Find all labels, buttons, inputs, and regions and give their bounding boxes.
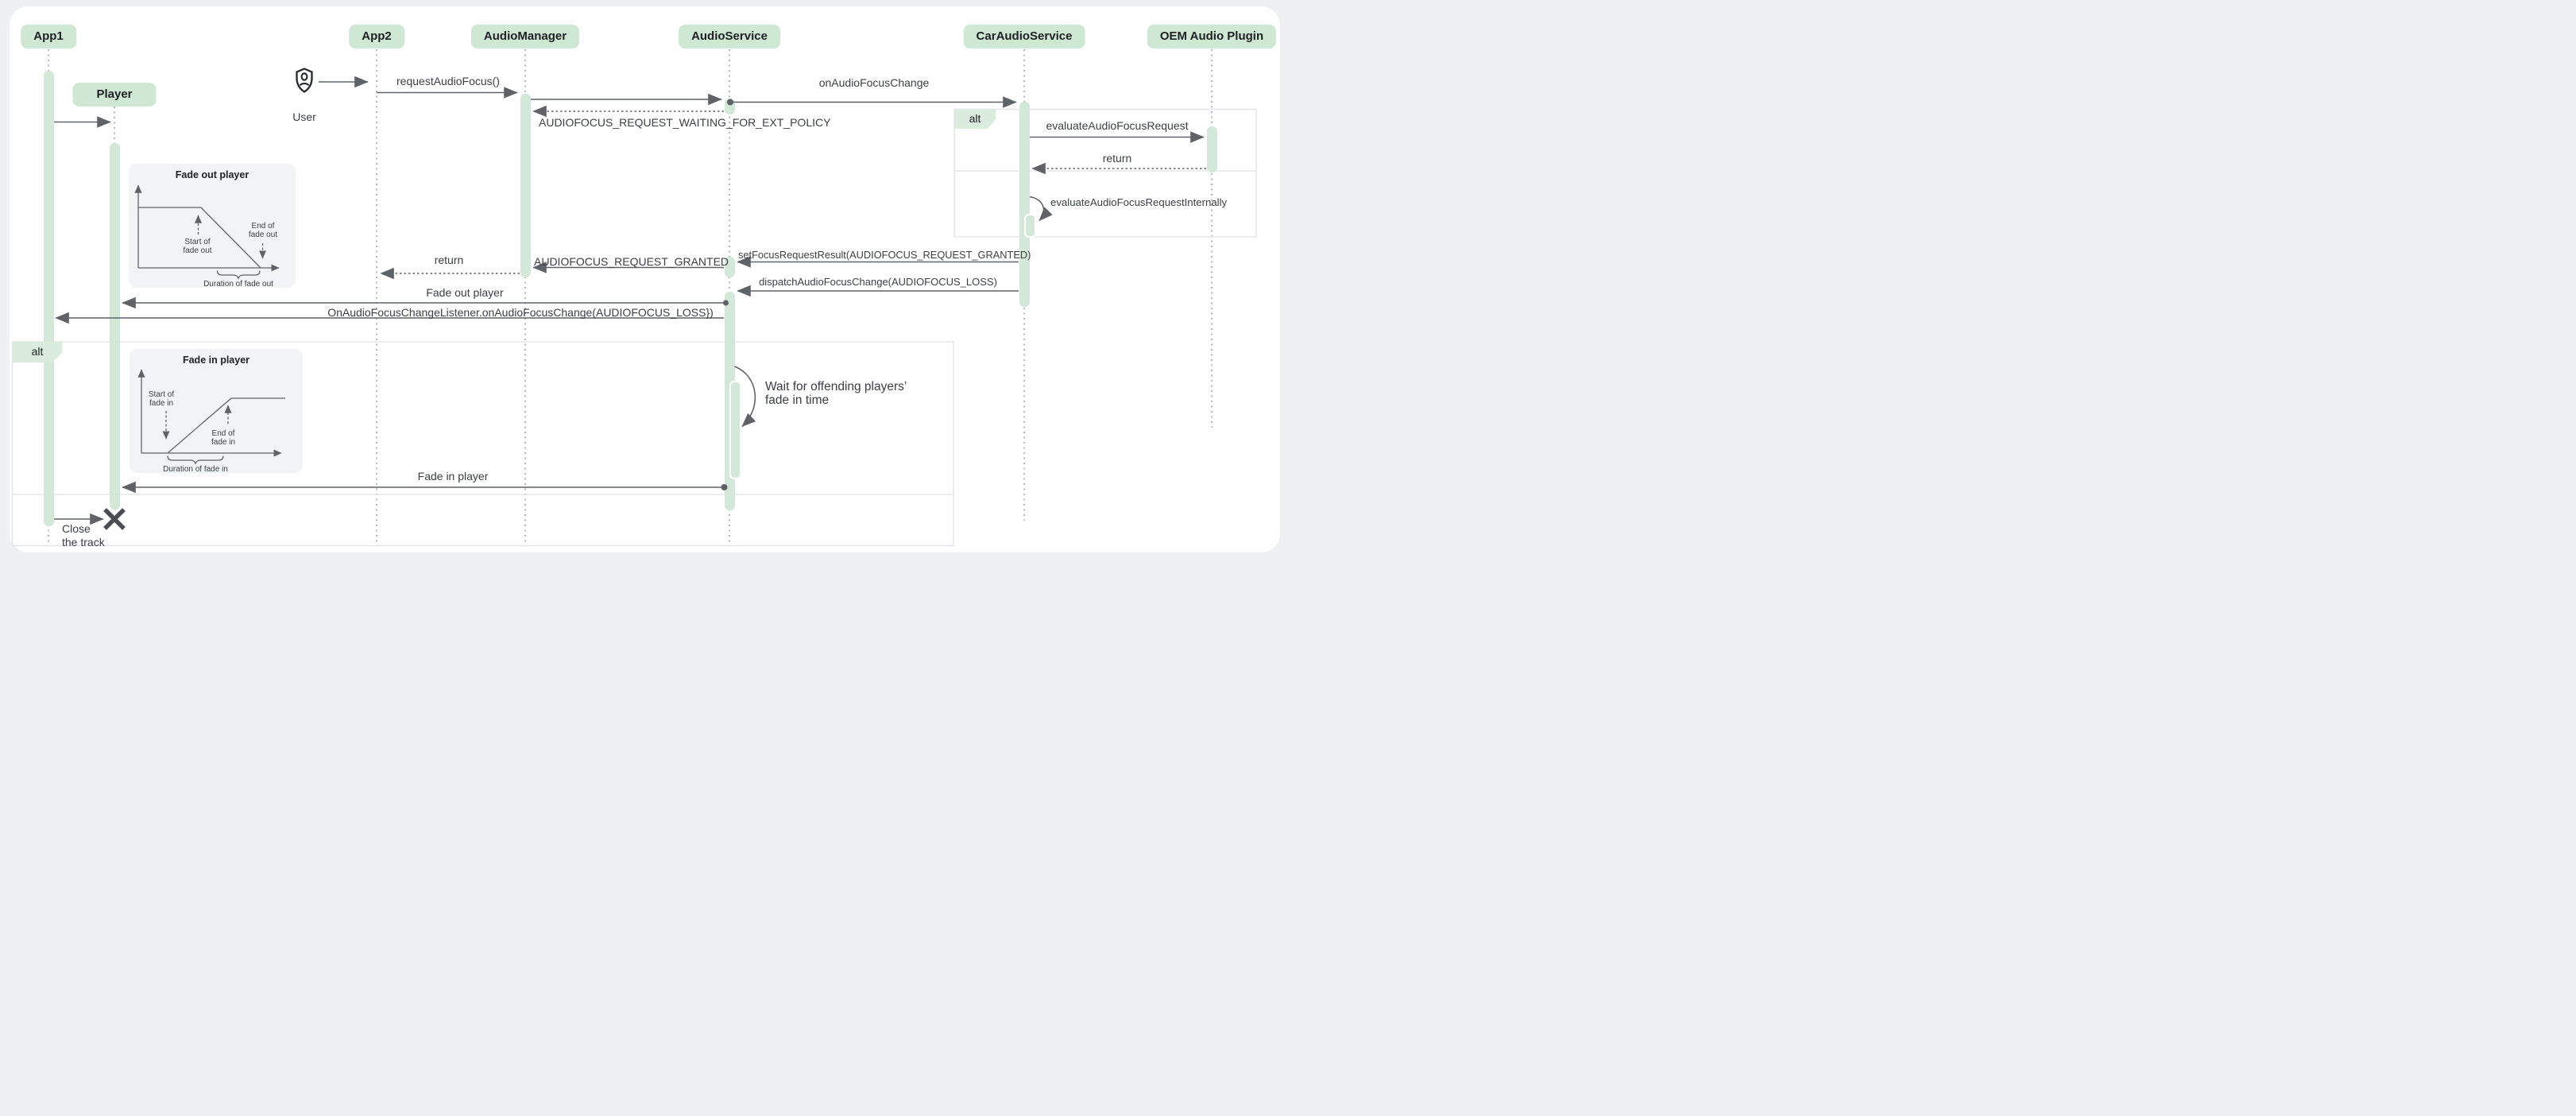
label-close-the-track: Close the track (62, 522, 105, 548)
label-set-focus-request-result: setFocusRequestResult(AUDIOFOCUS_REQUEST… (738, 249, 1031, 261)
label-close-line2: the track (62, 535, 105, 548)
label-on-audio-focus-change: onAudioFocusChange (818, 76, 930, 89)
note-fade-out-title: Fade out player (175, 169, 249, 180)
fade-out-duration-brace (216, 270, 261, 280)
label-dispatch-audio-focus-change: dispatchAudioFocusChange(AUDIOFOCUS_LOSS… (759, 276, 997, 288)
participant-app2: App2 (349, 25, 404, 48)
fade-in-chart: Start of fade in End of fade in Duration… (137, 369, 285, 474)
message-origin-dot-fade-in (721, 484, 728, 490)
fade-out-start-label-2: fade out (183, 246, 211, 255)
fade-out-duration-label: Duration of fade out (203, 280, 273, 289)
fade-in-duration-brace (167, 455, 224, 465)
alt-label-bottom-fragment: alt (12, 342, 63, 362)
participant-caraudioservice: CarAudioService (963, 25, 1085, 48)
sequence-diagram-audio-focus: App1 Player App2 AudioManager AudioServi… (0, 0, 1288, 558)
alt-fragment-top-border (953, 108, 1257, 238)
label-wait-for-fade-in: Wait for offending players’ fade in time (765, 380, 907, 407)
label-wait-line1: Wait for offending players’ (765, 380, 907, 393)
label-return-audiomanager: return (434, 254, 464, 266)
activation-caraudioservice-nested (1023, 213, 1036, 238)
label-evaluate-audio-focus-request: evaluateAudioFocusRequest (1046, 119, 1189, 132)
fade-out-volume-curve (138, 207, 261, 269)
messages-layer (54, 68, 1206, 530)
activation-audioservice-wait-nested (729, 380, 741, 479)
fade-out-end-label-2: fade out (249, 231, 277, 239)
participant-audiomanager: AudioManager (470, 25, 580, 48)
alt-label-top-fragment: alt (954, 110, 996, 129)
user-shield-person-icon (296, 68, 313, 93)
alt-fragment-bottom-border (11, 341, 954, 547)
fade-out-start-label-1: Start of (184, 238, 210, 246)
fade-in-volume-curve (167, 397, 285, 454)
fade-in-duration-label: Duration of fade in (163, 465, 228, 474)
arrow-wait-self-loop (734, 366, 756, 428)
label-fade-out-player: Fade out player (426, 286, 504, 299)
label-request-granted: AUDIOFOCUS_REQUEST_GRANTED (534, 255, 729, 268)
label-return-oem: return (1102, 152, 1132, 165)
lifelines-layer (11, 49, 1257, 547)
arrow-evaluate-internally-self (1029, 196, 1053, 222)
label-on-audio-focus-change-listener: OnAudioFocusChangeListener.onAudioFocusC… (327, 305, 714, 319)
fade-in-start-label-2: fade in (149, 399, 173, 408)
fade-out-end-label-1: End of (252, 222, 275, 231)
actor-label: User (292, 110, 316, 123)
activation-audiomanager (520, 93, 531, 277)
label-waiting-for-ext-policy: AUDIOFOCUS_REQUEST_WAITING_FOR_EXT_POLIC… (539, 116, 831, 129)
activation-oem-audio-plugin (1206, 126, 1217, 172)
message-origin-dot-on-audio-focus-change (727, 99, 733, 106)
activation-player (109, 143, 120, 510)
note-fade-in-title: Fade in player (182, 355, 250, 366)
note-fade-out-player: Fade out player Start of fade out End of… (129, 164, 296, 289)
participant-oem-audio-plugin: OEM Audio Plugin (1147, 25, 1277, 48)
destroy-x-icon (103, 508, 126, 530)
participant-audioservice: AudioService (679, 25, 780, 48)
note-fade-in-player: Fade in player Start of fade in End of f… (130, 349, 303, 474)
participant-player: Player (72, 83, 157, 107)
activation-app1 (43, 71, 54, 526)
label-close-line1: Close (62, 522, 91, 535)
fade-out-chart: Start of fade out End of fade out Durati… (134, 184, 280, 289)
message-origin-dot-fade-out (723, 300, 729, 306)
fade-in-end-label-2: fade in (211, 438, 235, 447)
label-request-audio-focus: requestAudioFocus() (396, 75, 500, 87)
label-wait-line2: fade in time (765, 393, 830, 407)
fade-in-end-label-1: End of (212, 429, 235, 438)
fade-in-start-label-1: Start of (149, 390, 174, 399)
label-fade-in-player: Fade in player (417, 470, 489, 482)
activation-caraudioservice (1019, 101, 1030, 307)
label-evaluate-internally: evaluateAudioFocusRequestInternally (1050, 196, 1228, 208)
activation-audioservice-2 (724, 256, 735, 277)
participant-app1: App1 (21, 25, 76, 48)
